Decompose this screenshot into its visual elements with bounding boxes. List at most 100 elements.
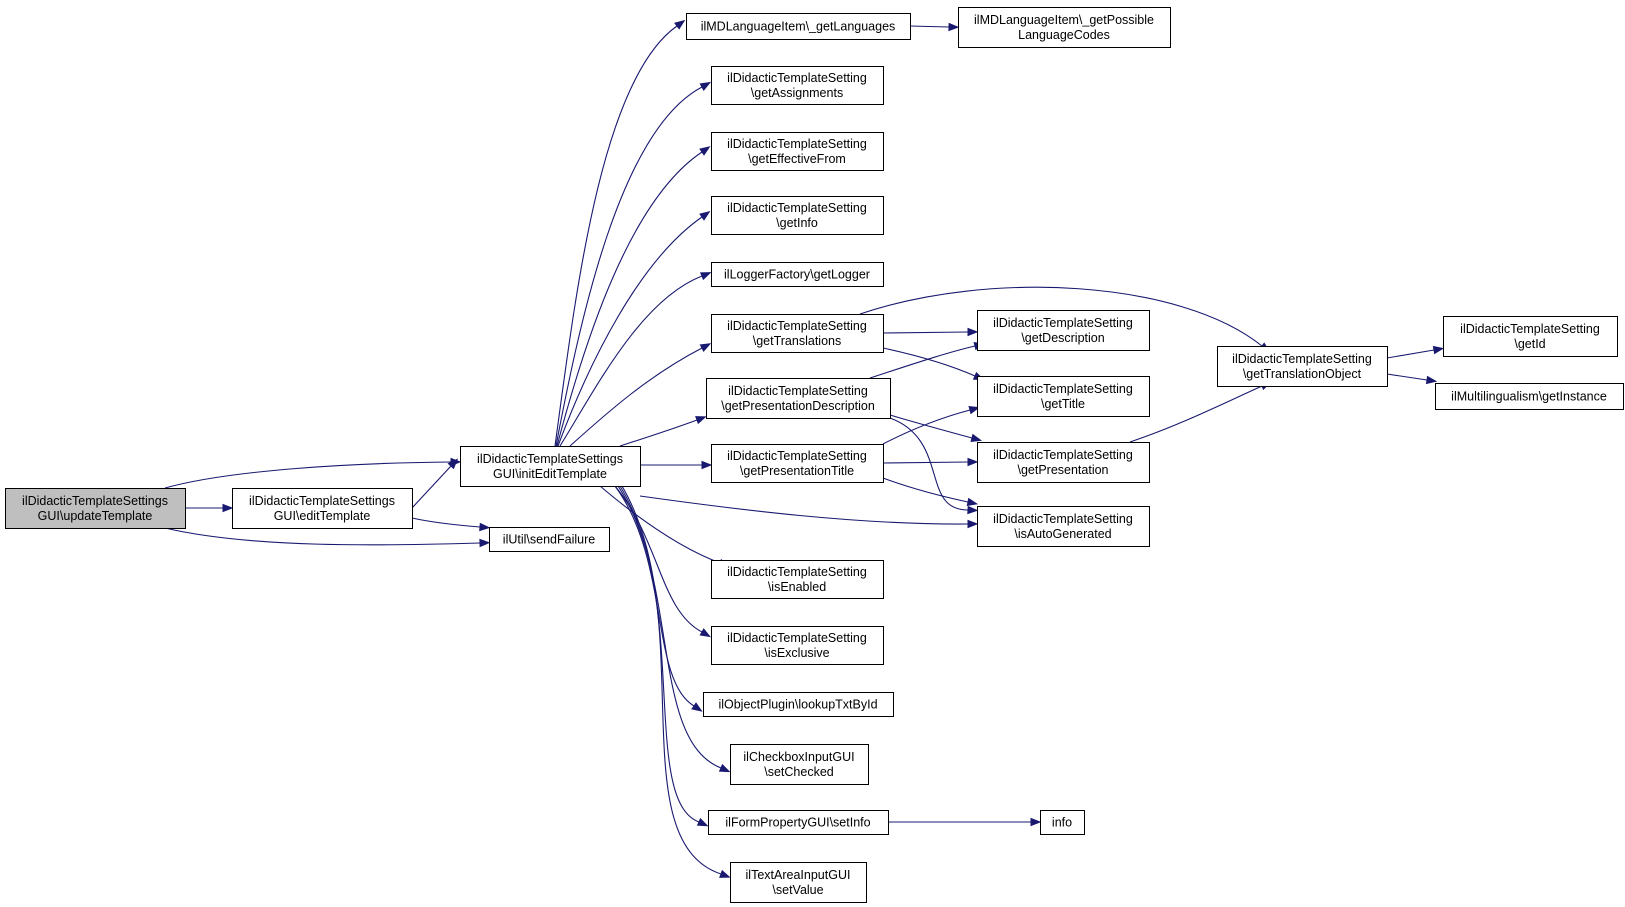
node-isAutoGenerated[interactable]: ilDidacticTemplateSetting\isAutoGenerate… xyxy=(977,506,1150,547)
node-label: ilDidacticTemplateSetting xyxy=(993,316,1133,330)
node-label: \getAssignments xyxy=(751,86,843,100)
edge-arrowhead xyxy=(699,81,712,91)
node-label: ilMDLanguageItem\_getPossible xyxy=(974,13,1154,27)
node-box xyxy=(706,378,891,419)
node-label: ilDidacticTemplateSetting xyxy=(727,137,867,151)
node-box xyxy=(708,810,889,835)
node-label: LanguageCodes xyxy=(1018,28,1110,42)
node-lookupTxtById[interactable]: ilObjectPlugin\lookupTxtById xyxy=(703,692,894,717)
edge-initEditTemplate-to-getPresentationDescription xyxy=(619,419,698,447)
node-info[interactable]: info xyxy=(1040,810,1085,835)
edge-getLanguages-to-getPossibleLanguageCodes xyxy=(909,25,950,28)
node-label: \getEffectiveFrom xyxy=(748,152,846,166)
edge-getTranslations-to-getTranslationObject xyxy=(859,286,1263,347)
node-label: \getPresentationDescription xyxy=(721,399,875,413)
node-box xyxy=(977,376,1150,417)
node-box xyxy=(730,744,869,785)
node-getTranslationObject[interactable]: ilDidacticTemplateSetting\getTranslation… xyxy=(1217,346,1388,387)
node-updateTemplate[interactable]: ilDidacticTemplateSettingsGUI\updateTemp… xyxy=(5,488,186,529)
node-label: ilObjectPlugin\lookupTxtById xyxy=(718,698,877,712)
edge-arrowhead xyxy=(699,146,711,156)
edge-initEditTemplate-to-setInfo xyxy=(619,485,700,823)
edge-arrowhead xyxy=(968,406,981,415)
edge-getPresentationDescription-to-getPresentation xyxy=(889,414,973,439)
node-label: ilDidacticTemplateSetting xyxy=(993,512,1133,526)
edge-arrowhead xyxy=(701,460,713,470)
edge-arrowhead xyxy=(691,702,703,712)
node-getLanguages[interactable]: ilMDLanguageItem\_getLanguages xyxy=(686,13,911,40)
node-sendFailure[interactable]: ilUtil\sendFailure xyxy=(489,527,610,552)
edge-getTranslationObject-to-getId xyxy=(1386,349,1435,359)
node-isExclusive[interactable]: ilDidacticTemplateSetting\isExclusive xyxy=(711,626,884,665)
edge-arrowhead xyxy=(967,519,979,529)
node-editTemplate[interactable]: ilDidacticTemplateSettingsGUI\editTempla… xyxy=(232,488,413,529)
node-getLogger[interactable]: ilLoggerFactory\getLogger xyxy=(711,262,884,287)
node-isEnabled[interactable]: ilDidacticTemplateSetting\isEnabled xyxy=(711,560,884,599)
node-label: \isExclusive xyxy=(764,646,829,660)
node-label: ilDidacticTemplateSetting xyxy=(727,71,867,85)
node-label: ilDidacticTemplateSetting xyxy=(728,384,868,398)
node-box xyxy=(711,66,884,105)
node-box xyxy=(1217,346,1388,387)
node-getPossibleLanguageCodes[interactable]: ilMDLanguageItem\_getPossibleLanguageCod… xyxy=(958,7,1171,48)
node-box xyxy=(5,488,186,529)
edge-getTranslations-to-getTitle xyxy=(882,347,976,377)
edge-getPresentationTitle-to-getTitle xyxy=(882,409,971,445)
edge-getPresentationDescription-to-getDescription xyxy=(869,345,976,379)
edge-arrowhead xyxy=(967,327,979,337)
edge-arrowhead xyxy=(447,458,459,470)
node-label: \getTranslationObject xyxy=(1243,367,1362,381)
edge-getPresentationDescription-to-isAutoGenerated xyxy=(889,417,969,511)
node-box xyxy=(1435,383,1624,410)
edge-arrowhead xyxy=(966,497,979,507)
node-getInstance[interactable]: ilMultilingualism\getInstance xyxy=(1435,383,1624,410)
node-label: ilDidacticTemplateSettings xyxy=(22,494,168,508)
node-setChecked[interactable]: ilCheckboxInputGUI\setChecked xyxy=(730,744,869,785)
node-getPresentationTitle[interactable]: ilDidacticTemplateSetting\getPresentatio… xyxy=(711,444,884,483)
node-label: ilDidacticTemplateSetting xyxy=(993,448,1133,462)
node-setInfo[interactable]: ilFormPropertyGUI\setInfo xyxy=(708,810,889,835)
node-box xyxy=(711,262,884,287)
edge-initEditTemplate-to-setChecked xyxy=(617,485,722,769)
edge-arrowhead xyxy=(699,272,712,281)
edge-arrowhead xyxy=(695,416,707,425)
node-label: ilMDLanguageItem\_getLanguages xyxy=(701,20,896,34)
node-getId[interactable]: ilDidacticTemplateSetting\getId xyxy=(1443,316,1618,357)
node-label: ilMultilingualism\getInstance xyxy=(1451,390,1607,404)
node-label: \getTranslations xyxy=(753,334,841,348)
node-getPresentation[interactable]: ilDidacticTemplateSetting\getPresentatio… xyxy=(977,442,1150,483)
node-getInfo[interactable]: ilDidacticTemplateSetting\getInfo xyxy=(711,196,884,235)
node-label: ilLoggerFactory\getLogger xyxy=(724,268,870,282)
edge-arrowhead xyxy=(967,457,979,467)
edge-arrowhead xyxy=(699,343,712,352)
node-label: ilDidacticTemplateSetting xyxy=(1232,352,1372,366)
node-initEditTemplate[interactable]: ilDidacticTemplateSettingsGUI\initEditTe… xyxy=(460,446,641,487)
edge-arrowhead xyxy=(674,19,686,30)
edge-initEditTemplate-to-isEnabled xyxy=(599,485,721,564)
node-getAssignments[interactable]: ilDidacticTemplateSetting\getAssignments xyxy=(711,66,884,105)
node-label: \getInfo xyxy=(776,216,818,230)
edge-arrowhead xyxy=(479,522,491,532)
node-getTitle[interactable]: ilDidacticTemplateSetting\getTitle xyxy=(977,376,1150,417)
node-setValue[interactable]: ilTextAreaInputGUI\setValue xyxy=(730,862,867,903)
edge-arrowhead xyxy=(948,22,960,32)
node-box xyxy=(711,196,884,235)
edge-arrowhead xyxy=(718,763,731,773)
node-label: ilDidacticTemplateSetting xyxy=(727,565,867,579)
node-label: \getPresentationTitle xyxy=(740,464,854,478)
edge-initEditTemplate-to-setValue xyxy=(621,485,722,875)
edge-arrowhead xyxy=(967,505,979,515)
node-getEffectiveFrom[interactable]: ilDidacticTemplateSetting\getEffectiveFr… xyxy=(711,132,884,171)
node-label: \getTitle xyxy=(1041,397,1085,411)
node-getTranslations[interactable]: ilDidacticTemplateSetting\getTranslation… xyxy=(711,314,884,353)
node-getDescription[interactable]: ilDidacticTemplateSetting\getDescription xyxy=(977,310,1150,351)
node-getPresentationDescription[interactable]: ilDidacticTemplateSetting\getPresentatio… xyxy=(706,378,891,419)
node-box xyxy=(232,488,413,529)
edge-getPresentationTitle-to-getPresentation xyxy=(882,461,969,464)
node-label: \isAutoGenerated xyxy=(1014,527,1111,541)
edge-arrowhead xyxy=(222,503,234,513)
node-label: \isEnabled xyxy=(768,580,826,594)
node-label: ilDidacticTemplateSetting xyxy=(1460,322,1600,336)
node-label: \getId xyxy=(1514,337,1545,351)
